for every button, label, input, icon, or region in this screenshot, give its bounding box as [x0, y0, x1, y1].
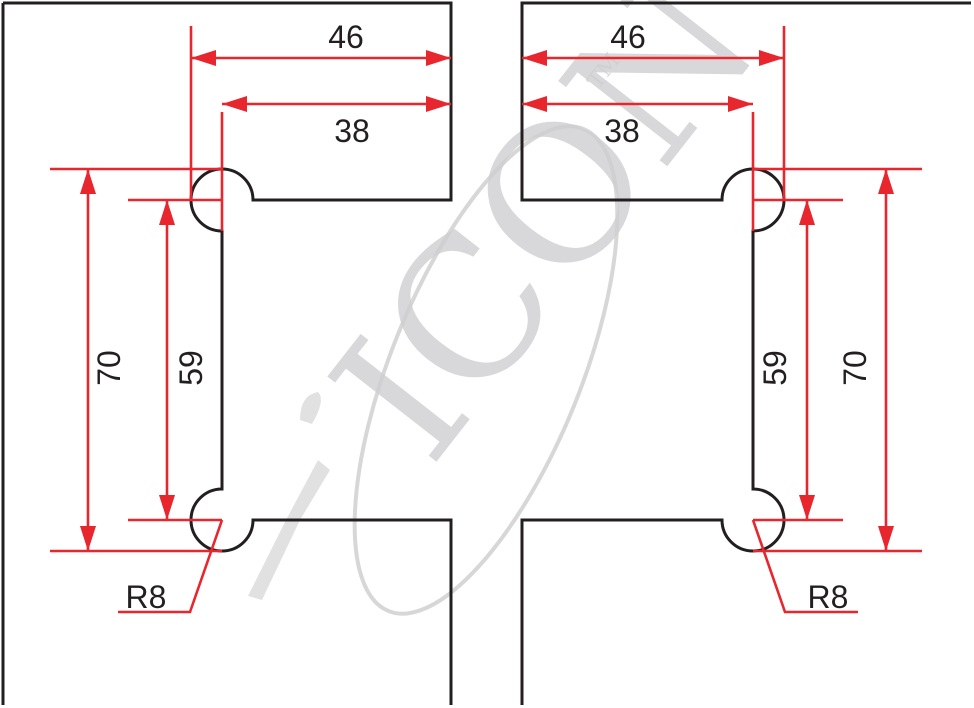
left-inner-width-label: 38 — [334, 113, 370, 149]
right-radius-label: R8 — [808, 579, 849, 615]
right-lower-panel — [520, 518, 786, 705]
right-cutout-edge — [751, 199, 786, 521]
right-upper-panel — [520, 1, 971, 202]
left-radius-label: R8 — [126, 579, 167, 615]
right-inner-width-label: 38 — [604, 113, 640, 149]
left-cutout-edge — [189, 199, 224, 521]
right-outer-height-label: 70 — [837, 350, 873, 386]
left-upper-panel — [3, 1, 453, 202]
left-outer-width-label: 46 — [328, 19, 364, 55]
left-inner-height-label: 59 — [173, 350, 209, 386]
right-dimensions: 46 38 59 70 R8 — [522, 19, 922, 615]
right-inner-height-label: 59 — [757, 350, 793, 386]
watermark-logo: ICON TM — [248, 0, 799, 616]
right-outer-width-label: 46 — [610, 19, 646, 55]
left-dimensions: 46 38 70 59 R8 — [50, 19, 451, 615]
left-outer-height-label: 70 — [91, 350, 127, 386]
left-lower-panel — [189, 518, 453, 705]
